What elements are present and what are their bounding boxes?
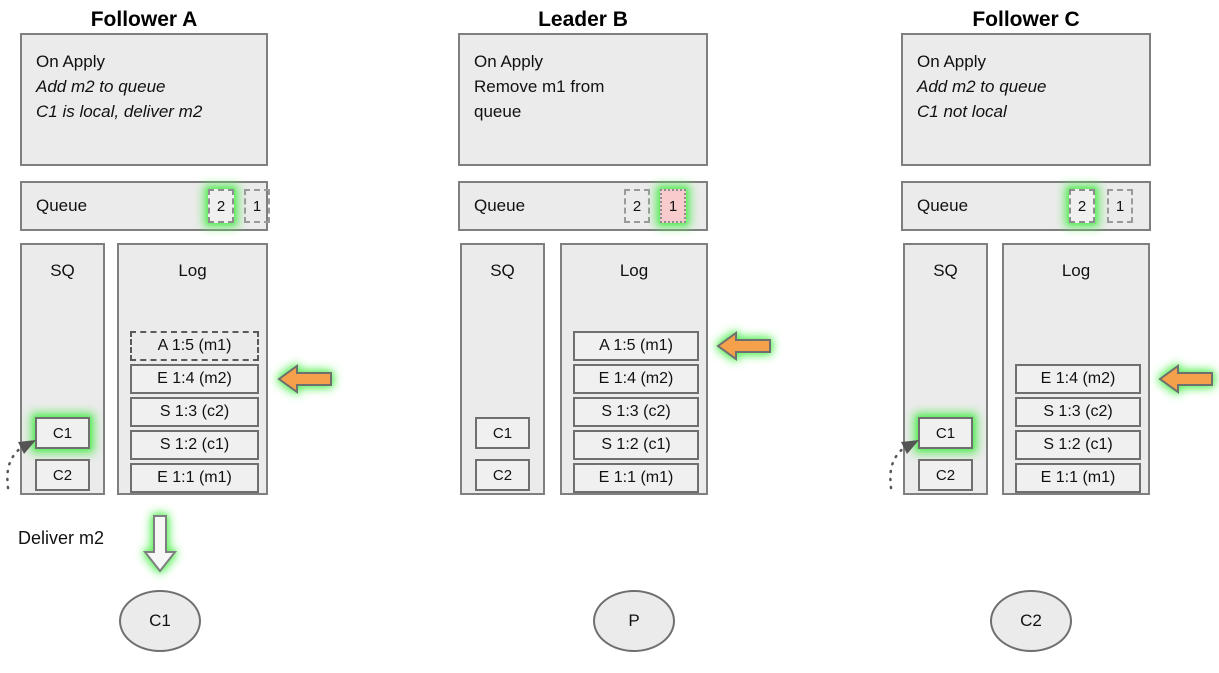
sq-client-c1[interactable]: C1	[35, 417, 90, 449]
on-apply-line-2: C1 is local, deliver m2	[36, 102, 203, 121]
queue-label: Queue	[36, 196, 88, 215]
on-apply-line-1: Remove m1 from	[474, 77, 605, 96]
log-entry[interactable]: S 1:3 (c2)	[1015, 397, 1141, 427]
on-apply-panel-leader-b: On Apply Remove m1 from queue	[458, 33, 708, 166]
client-node-c2[interactable]: C2	[990, 590, 1072, 652]
log-header: Log	[1061, 261, 1091, 280]
sq-c1-connector-follower-a	[0, 420, 44, 490]
queue-token-2[interactable]: 2	[1069, 189, 1095, 223]
on-apply-header: On Apply	[36, 52, 105, 71]
client-node-c1[interactable]: C1	[119, 590, 201, 652]
orange-arrow-follower-a	[277, 362, 333, 396]
log-entry[interactable]: A 1:5 (m1)	[573, 331, 699, 361]
log-entry[interactable]: S 1:2 (c1)	[130, 430, 259, 460]
log-entry[interactable]: E 1:1 (m1)	[130, 463, 259, 493]
sq-panel-follower-a: SQ C1 C2	[20, 243, 105, 495]
log-panel-follower-c: Log E 1:4 (m2) S 1:3 (c2) S 1:2 (c1) E 1…	[1002, 243, 1150, 495]
queue-token-2[interactable]: 2	[208, 189, 234, 223]
queue-panel-follower-c: Queue 2 1	[901, 181, 1151, 231]
log-entry[interactable]: S 1:2 (c1)	[573, 430, 699, 460]
column-title-follower-c: Follower C	[972, 8, 1080, 31]
queue-token-1[interactable]: 1	[244, 189, 270, 223]
log-entry[interactable]: E 1:1 (m1)	[1015, 463, 1141, 493]
sq-client-c1[interactable]: C1	[918, 417, 973, 449]
on-apply-header: On Apply	[474, 52, 543, 71]
log-entry[interactable]: E 1:4 (m2)	[573, 364, 699, 394]
on-apply-panel-follower-c: On Apply Add m2 to queue C1 not local	[901, 33, 1151, 166]
sq-c1-connector-follower-c	[883, 420, 927, 490]
log-entry[interactable]: S 1:3 (c2)	[573, 397, 699, 427]
log-panel-follower-a: Log A 1:5 (m1) E 1:4 (m2) S 1:3 (c2) S 1…	[117, 243, 268, 495]
deliver-label-follower-a: Deliver m2	[18, 528, 105, 548]
column-title-leader-b: Leader B	[538, 8, 628, 31]
log-entry[interactable]: E 1:4 (m2)	[1015, 364, 1141, 394]
on-apply-panel-follower-a: On Apply Add m2 to queue C1 is local, de…	[20, 33, 268, 166]
column-title-follower-a: Follower A	[90, 8, 198, 31]
log-entry[interactable]: E 1:4 (m2)	[130, 364, 259, 394]
log-header: Log	[178, 261, 207, 280]
orange-arrow-leader-b	[716, 329, 772, 363]
sq-client-c1[interactable]: C1	[475, 417, 530, 449]
queue-panel-leader-b: Queue 2 1	[458, 181, 708, 231]
queue-label: Queue	[917, 196, 969, 215]
deliver-down-arrow-follower-a	[142, 514, 178, 574]
log-entry[interactable]: S 1:3 (c2)	[130, 397, 259, 427]
orange-arrow-follower-c	[1158, 362, 1214, 396]
log-panel-leader-b: Log A 1:5 (m1) E 1:4 (m2) S 1:3 (c2) S 1…	[560, 243, 708, 495]
on-apply-line-1: Add m2 to queue	[36, 77, 166, 96]
sq-panel-leader-b: SQ C1 C2	[460, 243, 545, 495]
log-entry[interactable]: S 1:2 (c1)	[1015, 430, 1141, 460]
log-entry[interactable]: A 1:5 (m1)	[130, 331, 259, 361]
on-apply-line-2: queue	[474, 102, 522, 121]
on-apply-line-1: Add m2 to queue	[917, 77, 1047, 96]
sq-header: SQ	[933, 261, 958, 280]
sq-panel-follower-c: SQ C1 C2	[903, 243, 988, 495]
sq-client-c2[interactable]: C2	[918, 459, 973, 491]
sq-client-c2[interactable]: C2	[475, 459, 530, 491]
sq-header: SQ	[490, 261, 515, 280]
queue-token-2[interactable]: 2	[624, 189, 650, 223]
on-apply-header: On Apply	[917, 52, 986, 71]
sq-header: SQ	[50, 261, 75, 280]
on-apply-line-2: C1 not local	[917, 102, 1007, 121]
sq-client-c2[interactable]: C2	[35, 459, 90, 491]
queue-panel-follower-a: Queue 2 1	[20, 181, 270, 231]
log-header: Log	[619, 261, 649, 280]
client-node-p[interactable]: P	[593, 590, 675, 652]
queue-token-1[interactable]: 1	[1107, 189, 1133, 223]
queue-token-1[interactable]: 1	[660, 189, 686, 223]
queue-label: Queue	[474, 196, 526, 215]
log-entry[interactable]: E 1:1 (m1)	[573, 463, 699, 493]
